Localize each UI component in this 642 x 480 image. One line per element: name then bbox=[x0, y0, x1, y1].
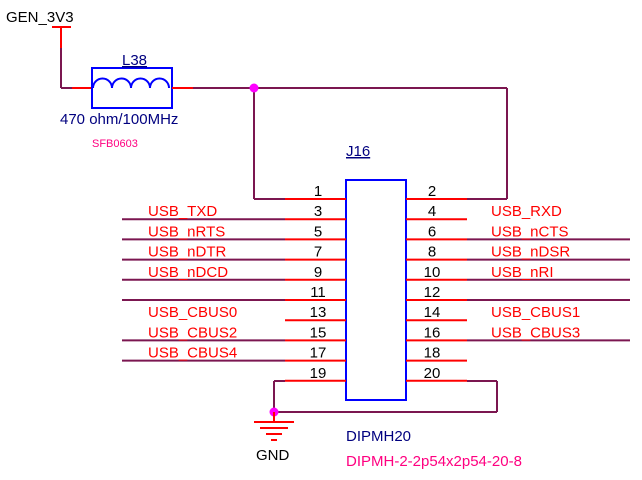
ground-net-label: GND bbox=[256, 447, 290, 464]
net-label: USB_CBUS4 bbox=[148, 345, 237, 362]
pin-number: 17 bbox=[310, 345, 327, 362]
connector-ref: J16 bbox=[346, 143, 370, 160]
pin-number: 9 bbox=[314, 264, 322, 281]
pin-number: 11 bbox=[310, 284, 326, 301]
inductor-footprint: SFB0603 bbox=[92, 138, 138, 150]
net-label: USB_nDCD bbox=[148, 264, 228, 281]
pin-number: 19 bbox=[310, 365, 327, 382]
net-label: USB_nCTS bbox=[491, 223, 569, 240]
junction-dot bbox=[249, 83, 259, 93]
connector-right-pins: 2 4 USB_RXD 6 USB_nCTS 8 USB_nDSR 10 USB_nRI 12 14… bbox=[406, 183, 630, 382]
pin-number: 4 bbox=[428, 203, 436, 220]
inductor-value: 470 ohm/100MHz bbox=[60, 111, 178, 128]
net-label: USB_CBUS2 bbox=[148, 324, 237, 341]
connector-value: DIPMH20 bbox=[346, 428, 411, 445]
pin-number: 16 bbox=[424, 324, 441, 341]
inductor-L38[interactable]: L38 470 ohm/100MHz SFB0603 bbox=[60, 52, 193, 150]
connector-footprint: DIPMH-2-2p54x2p54-20-8 bbox=[346, 453, 522, 470]
pin-number: 7 bbox=[314, 244, 322, 261]
pin-number: 14 bbox=[424, 304, 441, 321]
pin-number: 18 bbox=[424, 345, 441, 362]
connector-body[interactable] bbox=[345, 179, 407, 401]
power-net-label: GEN_3V3 bbox=[6, 9, 74, 26]
pin-number: 1 bbox=[314, 183, 322, 200]
pin-number: 8 bbox=[428, 244, 436, 261]
net-label: USB_nDSR bbox=[491, 244, 570, 261]
net-label: USB_RXD bbox=[491, 203, 562, 220]
net-label: USB_nRTS bbox=[148, 223, 225, 240]
pin-number: 20 bbox=[424, 365, 441, 382]
pin-number: 10 bbox=[424, 264, 441, 281]
net-label: USB_nDTR bbox=[148, 244, 227, 261]
net-label: USB_CBUS3 bbox=[491, 324, 580, 341]
pin-number: 6 bbox=[428, 223, 436, 240]
pin-number: 13 bbox=[310, 304, 327, 321]
pin-number: 2 bbox=[428, 183, 436, 200]
pin-number: 12 bbox=[424, 284, 441, 301]
inductor-ref: L38 bbox=[122, 52, 147, 69]
net-label: USB_CBUS0 bbox=[148, 304, 237, 321]
pin-number: 5 bbox=[314, 223, 322, 240]
connector-left-pins: 13USB_TXD5USB_nRTS7USB_nDTR9USB_nDCD1113… bbox=[122, 183, 346, 382]
inductor-coil-icon bbox=[92, 77, 170, 89]
ground-symbol-icon bbox=[254, 412, 294, 441]
net-label: USB_CBUS1 bbox=[491, 304, 580, 321]
net-label: USB_TXD bbox=[148, 203, 217, 220]
pin-number: 3 bbox=[314, 203, 322, 220]
net-label: USB_nRI bbox=[491, 264, 554, 281]
pin-number: 15 bbox=[310, 324, 327, 341]
